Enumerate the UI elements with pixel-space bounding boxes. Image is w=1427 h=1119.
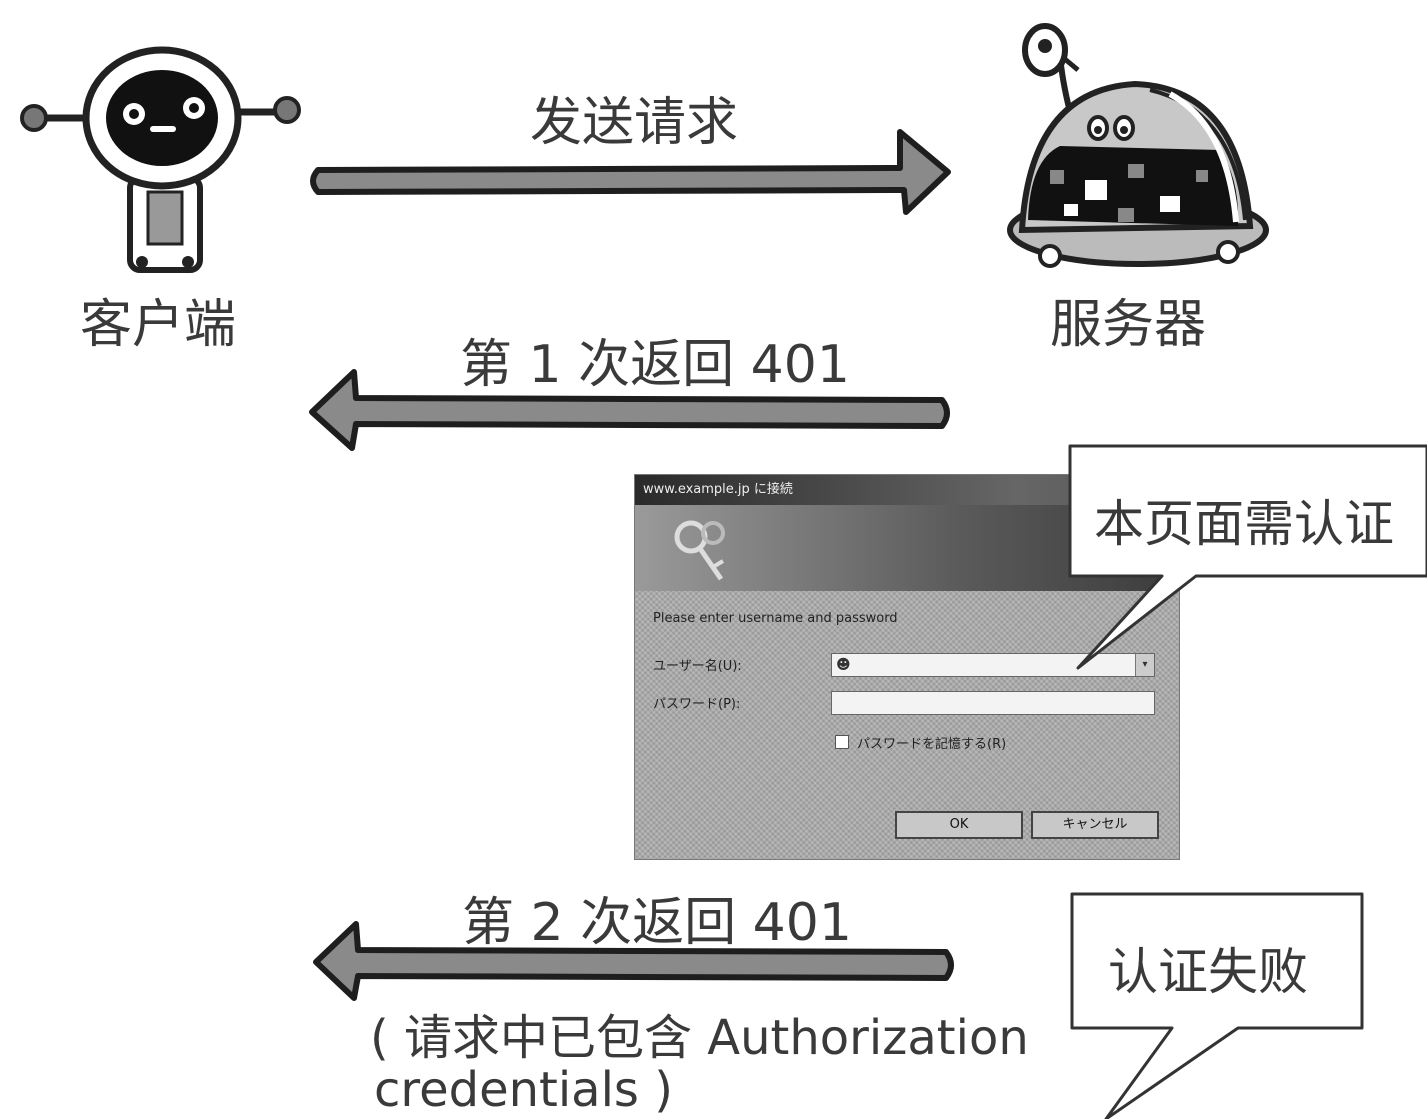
- first-401-arrow: [309, 369, 950, 451]
- ok-button[interactable]: OK: [895, 811, 1023, 839]
- first-401-label: 第 1 次返回 401: [460, 335, 850, 395]
- auth-failed-bubble: [1070, 892, 1364, 1119]
- second-401-arrow: [313, 921, 954, 1001]
- server-robot-icon: [1007, 23, 1269, 268]
- user-icon: ☻: [836, 657, 851, 673]
- request-arrow: [310, 129, 951, 215]
- password-field[interactable]: [831, 691, 1155, 715]
- auth-required-text: 本页面需认证: [1094, 495, 1394, 553]
- remember-checkbox[interactable]: [835, 735, 849, 749]
- server-label: 服务器: [1050, 295, 1207, 355]
- auth-required-bubble: [1068, 444, 1427, 670]
- remember-label: パスワードを記憶する(R): [857, 737, 1007, 752]
- auth-dialog: www.example.jp に接続 Please enter username…: [634, 474, 1180, 860]
- password-label: パスワード(P):: [653, 697, 741, 712]
- keys-icon: [674, 520, 725, 581]
- username-field[interactable]: ☻ ▾: [831, 653, 1155, 677]
- chevron-down-icon[interactable]: ▾: [1135, 654, 1154, 676]
- auth-failed-text: 认证失败: [1108, 943, 1308, 1001]
- client-label: 客户端: [80, 295, 237, 355]
- client-robot-icon: [20, 46, 301, 273]
- second-401-note-line2: credentials ): [374, 1062, 673, 1118]
- username-label: ユーザー名(U):: [653, 659, 742, 674]
- cancel-button[interactable]: キャンセル: [1031, 811, 1159, 839]
- second-401-label: 第 2 次返回 401: [462, 893, 852, 953]
- second-401-note-line1: ( 请求中已包含 Authorization: [370, 1010, 1029, 1066]
- send-request-label: 发送请求: [530, 93, 739, 153]
- dialog-prompt: Please enter username and password: [653, 611, 898, 626]
